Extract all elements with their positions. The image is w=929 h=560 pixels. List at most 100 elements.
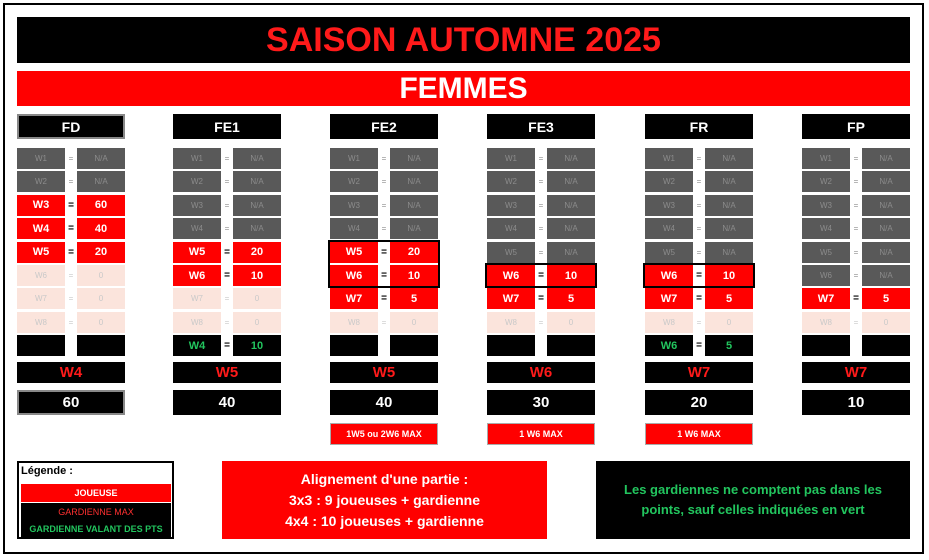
equals-sign: = <box>224 294 230 304</box>
level-row: W4=N/A <box>330 218 438 240</box>
equals-sign: = <box>224 200 230 210</box>
level-points: N/A <box>233 218 281 240</box>
level-row: W7=0 <box>17 288 125 310</box>
level-label: W6 <box>17 265 65 286</box>
level-label: W3 <box>173 194 221 216</box>
equals-sign <box>535 335 547 356</box>
equals-sign: = <box>224 317 230 327</box>
level-points: 10 <box>233 265 281 286</box>
level-points: N/A <box>705 241 753 263</box>
equals-sign: = <box>68 294 74 304</box>
level-label <box>17 335 65 357</box>
level-label: W3 <box>17 194 65 216</box>
equals-sign: = <box>696 340 702 352</box>
level-row: W5=20 <box>173 241 281 263</box>
level-label: W5 <box>330 241 378 263</box>
page-title: SAISON AUTOMNE 2025 <box>17 17 910 63</box>
alignment-line-3: 4x4 : 10 joueuses + gardienne <box>285 512 484 529</box>
level-row: W6=10 <box>487 265 595 286</box>
level-row: W7=5 <box>645 288 753 310</box>
level-row: W4=N/A <box>645 218 753 240</box>
equals-sign: = <box>381 293 387 305</box>
level-label: W7 <box>802 288 850 310</box>
level-row: W2=N/A <box>487 171 595 193</box>
equals-sign <box>65 335 77 356</box>
level-points: 5 <box>390 288 438 310</box>
level-points: N/A <box>547 171 595 193</box>
legend-player: JOUEUSE <box>21 484 171 502</box>
level-label: W6 <box>645 265 693 286</box>
equals-sign: = <box>381 246 387 258</box>
level-row: W7=5 <box>330 288 438 310</box>
level-points: 0 <box>77 311 125 333</box>
level-points: N/A <box>547 241 595 263</box>
alignment-line-2: 3x3 : 9 joueuses + gardienne <box>288 491 481 508</box>
equals-sign: = <box>696 177 702 187</box>
level-points: 10 <box>705 265 753 286</box>
level-row: W7=5 <box>802 288 910 310</box>
equals-sign: = <box>224 224 230 234</box>
level-row: W4=N/A <box>487 218 595 240</box>
equals-sign <box>850 335 862 356</box>
level-row: W7=5 <box>487 288 595 310</box>
equals-sign: = <box>696 154 702 163</box>
level-label: W4 <box>173 335 221 357</box>
equals-sign: = <box>853 154 859 163</box>
equals-sign: = <box>224 177 230 187</box>
division-header: FR <box>645 114 753 139</box>
level-label: W7 <box>645 288 693 310</box>
level-points: 0 <box>547 311 595 333</box>
level-label: W6 <box>645 335 693 357</box>
level-label: W1 <box>330 148 378 169</box>
level-points: N/A <box>862 218 910 240</box>
level-row: W5=20 <box>330 241 438 263</box>
division-header: FE3 <box>487 114 595 139</box>
division-note: 1W5 ou 2W6 MAX <box>330 423 438 445</box>
level-label: W3 <box>645 194 693 216</box>
level-label <box>487 335 535 357</box>
level-points: 0 <box>77 265 125 286</box>
level-row: W8=0 <box>17 311 125 333</box>
level-label: W7 <box>173 288 221 310</box>
level-row: W1=N/A <box>17 148 125 169</box>
level-label: W8 <box>645 311 693 333</box>
max-points: 60 <box>17 390 125 415</box>
equals-sign: = <box>68 246 74 258</box>
level-points: N/A <box>77 171 125 193</box>
equals-sign: = <box>538 200 544 210</box>
level-label: W2 <box>17 171 65 193</box>
level-label: W8 <box>173 311 221 333</box>
level-row: W6=N/A <box>802 265 910 286</box>
level-row <box>487 335 595 357</box>
level-points: 5 <box>705 335 753 357</box>
level-row: W3=N/A <box>330 194 438 216</box>
level-points: N/A <box>547 148 595 169</box>
level-label: W1 <box>645 148 693 169</box>
level-label: W4 <box>173 218 221 240</box>
level-row: W8=0 <box>802 311 910 333</box>
level-row: W3=N/A <box>802 194 910 216</box>
level-label: W4 <box>802 218 850 240</box>
level-label: W7 <box>330 288 378 310</box>
equals-sign: = <box>538 293 544 305</box>
level-points: 5 <box>862 288 910 310</box>
max-level: W6 <box>487 362 595 383</box>
level-label: W4 <box>330 218 378 240</box>
level-label: W5 <box>487 241 535 263</box>
level-label: W2 <box>173 171 221 193</box>
level-label: W6 <box>487 265 535 286</box>
level-label: W1 <box>173 148 221 169</box>
equals-sign: = <box>853 200 859 210</box>
level-row: W7=0 <box>173 288 281 310</box>
equals-sign: = <box>538 224 544 234</box>
equals-sign: = <box>224 246 230 258</box>
equals-sign: = <box>853 177 859 187</box>
level-points: N/A <box>390 218 438 240</box>
goalie-note-text: Les gardiennes ne comptent pas dans les … <box>624 482 882 517</box>
level-row: W5=20 <box>17 241 125 263</box>
level-label: W7 <box>487 288 535 310</box>
equals-sign: = <box>696 247 702 257</box>
level-label: W2 <box>330 171 378 193</box>
